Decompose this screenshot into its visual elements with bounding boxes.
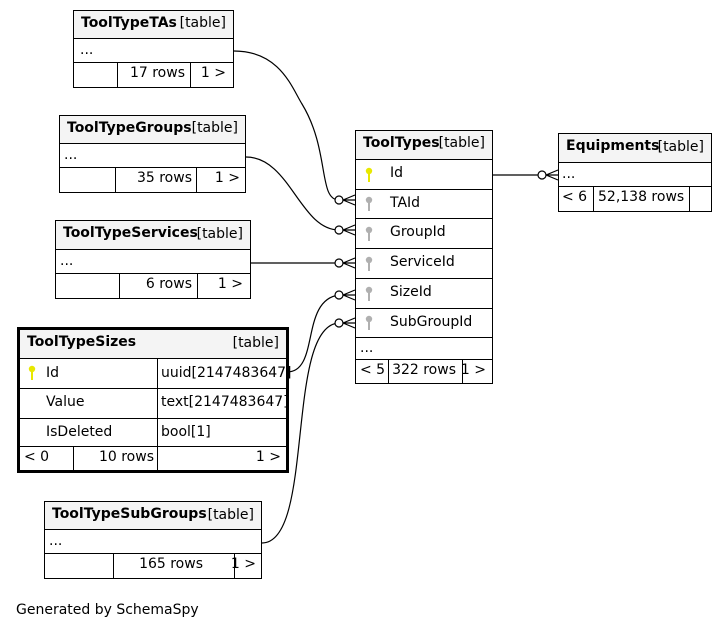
column-name: SubGroupId [390,314,473,330]
children-count[interactable]: 1 > [255,449,281,465]
foreign-key-icon [365,256,373,271]
optional-marker [334,290,344,300]
row-count: 35 rows [136,170,192,186]
row-count: 10 rows [98,449,154,465]
optional-marker [334,258,344,268]
columns-ellipsis: ... [64,147,78,163]
foreign-key-icon [365,226,373,241]
parents-count[interactable]: < 6 [562,189,588,205]
primary-key-icon [365,167,373,182]
primary-key-icon [28,365,36,380]
columns-ellipsis: ... [562,166,576,182]
children-count[interactable]: 1 > [214,170,240,186]
table-title: ToolTypeSizes [27,334,137,350]
row-count: 165 rows [139,556,203,572]
children-count[interactable]: 1 > [460,362,486,378]
table-equipments[interactable]: Equipments [table] ... < 6 52,138 rows [558,133,712,212]
table-kind: [table] [207,507,254,523]
optional-marker [334,195,344,205]
optional-marker [334,225,344,235]
column-name: Value [46,394,85,410]
table-kind: [table] [191,120,238,136]
column-name: ServiceId [390,254,455,270]
column-row[interactable]: Id [356,160,492,190]
table-tooltypesizes[interactable]: ToolTypeSizes [table] Id uuid[2147483647… [17,327,292,473]
columns-ellipsis: ... [49,533,63,549]
table-kind: [table] [438,135,485,151]
generated-by-label: Generated by SchemaSpy [16,602,199,618]
table-tooltypes[interactable]: ToolTypes [table] Id TAId GroupId Servic… [355,130,493,384]
parents-count[interactable]: < 0 [24,449,50,465]
optional-marker [334,318,344,328]
column-name: GroupId [390,224,446,240]
row-count: 52,138 rows [598,189,685,205]
column-row[interactable]: Id uuid[2147483647] [20,359,292,389]
table-title: ToolTypeTAs [81,15,177,31]
column-type: uuid[2147483647] [161,365,292,381]
columns-ellipsis: ... [60,253,74,269]
column-name: SizeId [390,284,432,300]
table-kind: [table] [232,335,279,351]
column-name: IsDeleted [46,424,113,440]
table-kind: [table] [179,15,226,31]
children-count[interactable]: 1 > [230,556,256,572]
rel-sizes-tooltypes [286,294,340,373]
column-name: Id [390,165,404,181]
column-row[interactable]: Value text[2147483647] [20,389,289,419]
parents-count[interactable]: < 5 [360,362,386,378]
column-name: TAId [390,195,421,211]
rel-groups-tooltypes [245,156,340,231]
column-name: Id [46,365,60,381]
row-count: 6 rows [145,276,192,292]
column-row[interactable]: SizeId [356,279,492,309]
table-kind: [table] [196,226,243,242]
column-row[interactable]: TAId [356,190,492,219]
columns-ellipsis: ... [360,340,374,356]
optional-marker [537,170,547,180]
rel-subgroups-tooltypes [261,322,340,544]
table-tooltypeservices[interactable]: ToolTypeServices [table] ... 6 rows 1 > [55,220,251,299]
table-title: ToolTypes [363,135,440,151]
table-tooltypetas[interactable]: ToolTypeTAs [table] ... 17 rows 1 > [73,10,234,88]
columns-ellipsis: ... [80,42,94,58]
foreign-key-icon [365,196,373,211]
foreign-key-icon [365,315,373,330]
column-type: bool[1] [161,424,211,440]
column-row[interactable]: SubGroupId [356,309,492,338]
table-title: ToolTypeSubGroups [52,506,207,522]
foreign-key-icon [365,286,373,301]
table-title: Equipments [566,138,660,154]
table-kind: [table] [657,139,704,155]
table-tooltypesubgroups[interactable]: ToolTypeSubGroups [table] ... 165 rows 1… [44,501,262,579]
children-count[interactable]: 1 > [200,65,226,81]
table-tooltypegroups[interactable]: ToolTypeGroups [table] ... 35 rows 1 > [59,115,246,193]
column-type: text[2147483647] [161,394,289,410]
column-row[interactable]: GroupId [356,219,492,249]
row-count: 322 rows [392,362,456,378]
column-row[interactable]: ServiceId [356,249,492,279]
row-count: 17 rows [129,65,185,81]
column-row[interactable]: IsDeleted bool[1] [20,419,286,447]
rel-tas-tooltypes [233,50,340,201]
children-count[interactable]: 1 > [217,276,243,292]
table-title: ToolTypeGroups [67,120,192,136]
table-title: ToolTypeServices [63,225,198,241]
